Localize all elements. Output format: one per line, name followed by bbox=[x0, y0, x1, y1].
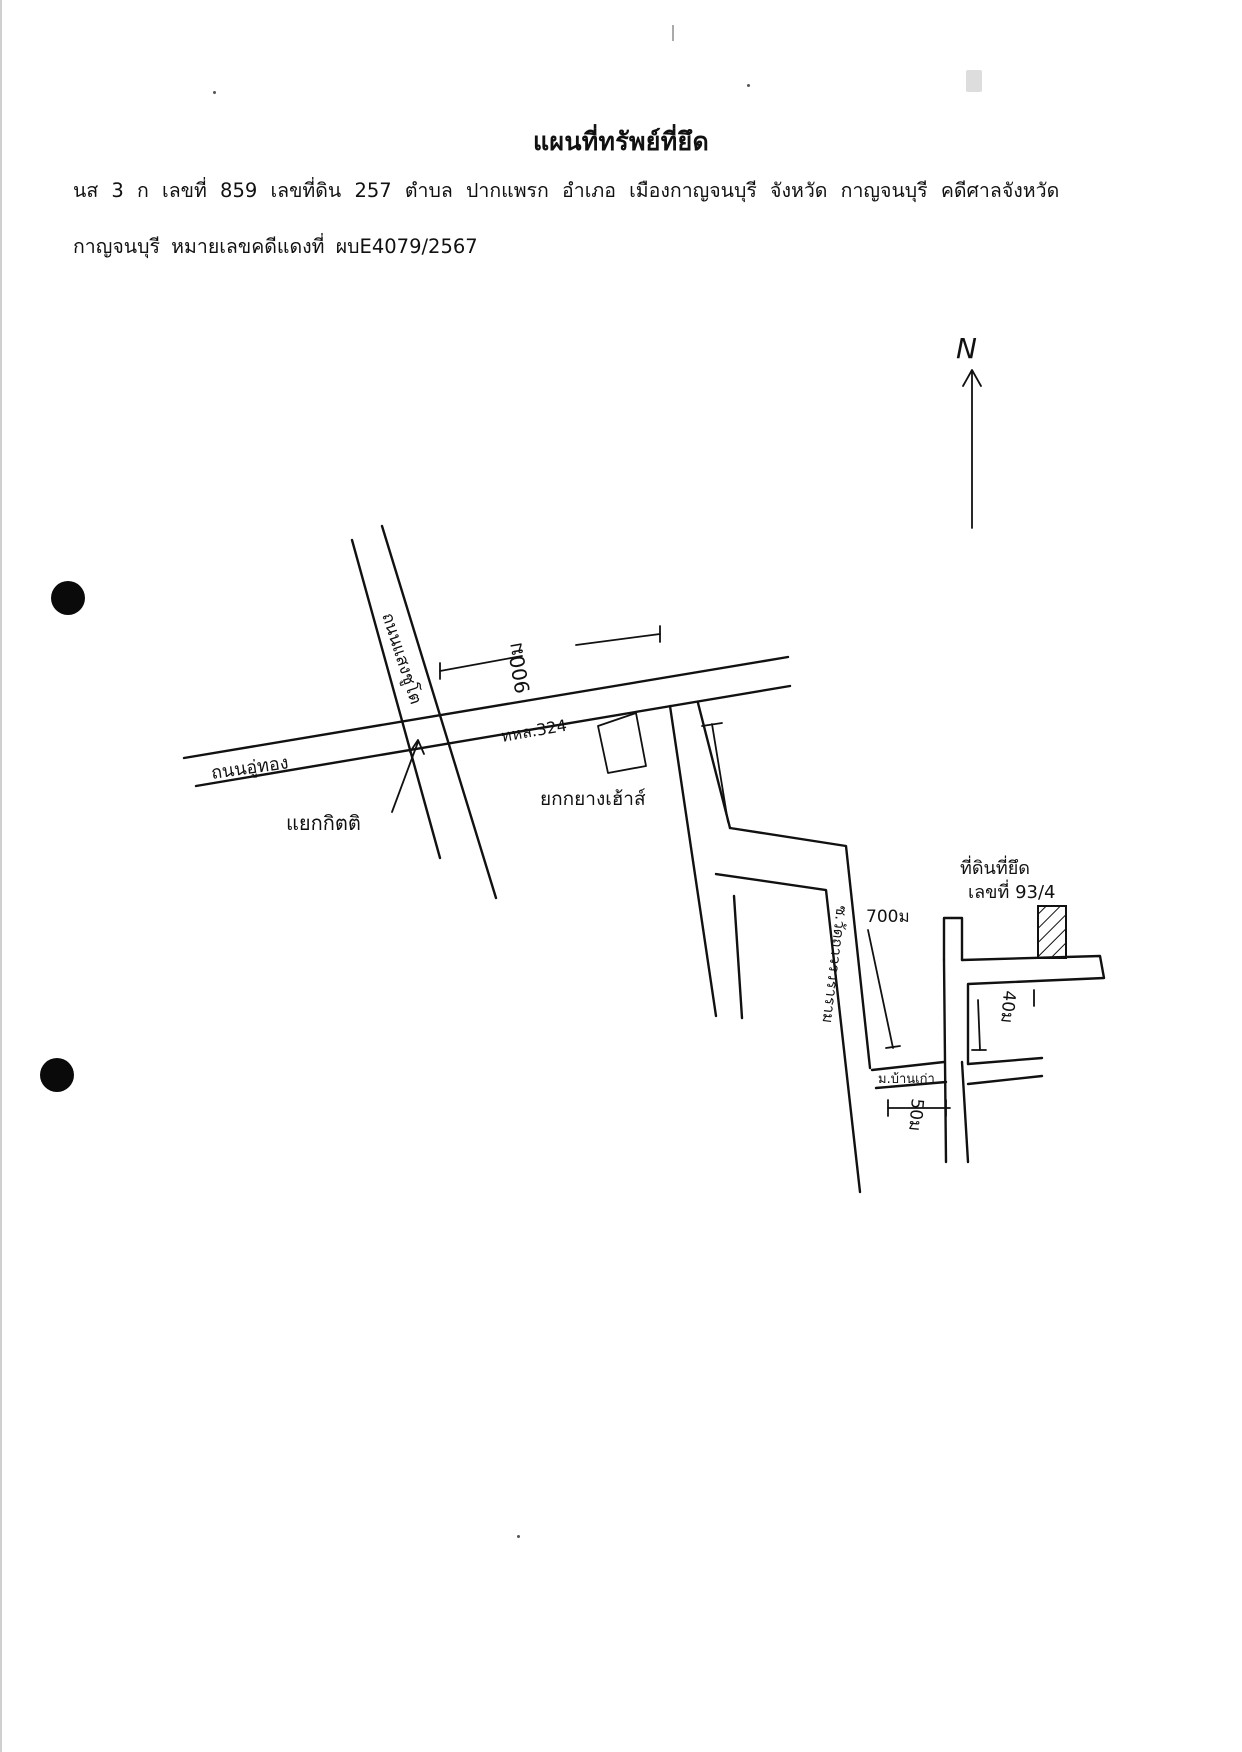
soi-label: ซ.วัดถาวรวราราม bbox=[819, 905, 851, 1025]
intersection-label: แยกกิตติ bbox=[286, 811, 361, 835]
highway-label: ทหล.324 bbox=[499, 716, 568, 746]
scan-speck bbox=[966, 70, 982, 92]
distance-40m: 40ม bbox=[996, 990, 1019, 1024]
seized-property-parcel bbox=[1037, 905, 1067, 959]
property-description-line-2: กาญจนบุรี หมายเลขคดีแดงที่ ผบE4079/2567 bbox=[73, 235, 478, 258]
dimension-40m: 40ม bbox=[971, 989, 1035, 1051]
property-label-2: เลขที่ 93/4 bbox=[968, 879, 1056, 903]
punch-hole-top bbox=[51, 581, 85, 615]
distance-700m: 700ม bbox=[866, 907, 910, 927]
scan-speck bbox=[517, 1535, 520, 1538]
scan-speck bbox=[213, 91, 216, 94]
scan-speck bbox=[672, 25, 674, 41]
distance-50m: 50ม bbox=[904, 1098, 927, 1132]
north-label: N bbox=[956, 332, 977, 365]
north-arrow-head bbox=[962, 369, 982, 387]
scan-edge bbox=[0, 0, 2, 1752]
intersection-pointer bbox=[391, 741, 419, 813]
north-arrow: N bbox=[956, 332, 982, 529]
distance-900m: 900ม bbox=[502, 641, 535, 696]
property-description-line-1: นส 3 ก เลขที่ 859 เลขที่ดิน 257 ตำบล ปาก… bbox=[73, 179, 1060, 202]
dimension-50m: 50ม bbox=[887, 1098, 951, 1132]
road-highway bbox=[182, 655, 792, 788]
dimension-700m: 700ม bbox=[701, 722, 910, 1049]
lane-label: ม.บ้านเก่า bbox=[878, 1072, 935, 1087]
shop-label: ยกกยางเฮ้าส์ bbox=[540, 788, 646, 810]
shop-building bbox=[597, 712, 647, 774]
road-west-label: ถนนอู่ทอง bbox=[210, 752, 290, 784]
page-title: แผนที่ทรัพย์ที่ยึด bbox=[532, 127, 710, 156]
property-label-1: ที่ดินที่ยึด bbox=[960, 855, 1030, 879]
road-vertical-main bbox=[350, 524, 498, 900]
punch-hole-bottom bbox=[40, 1058, 74, 1092]
scan-speck bbox=[747, 84, 750, 87]
